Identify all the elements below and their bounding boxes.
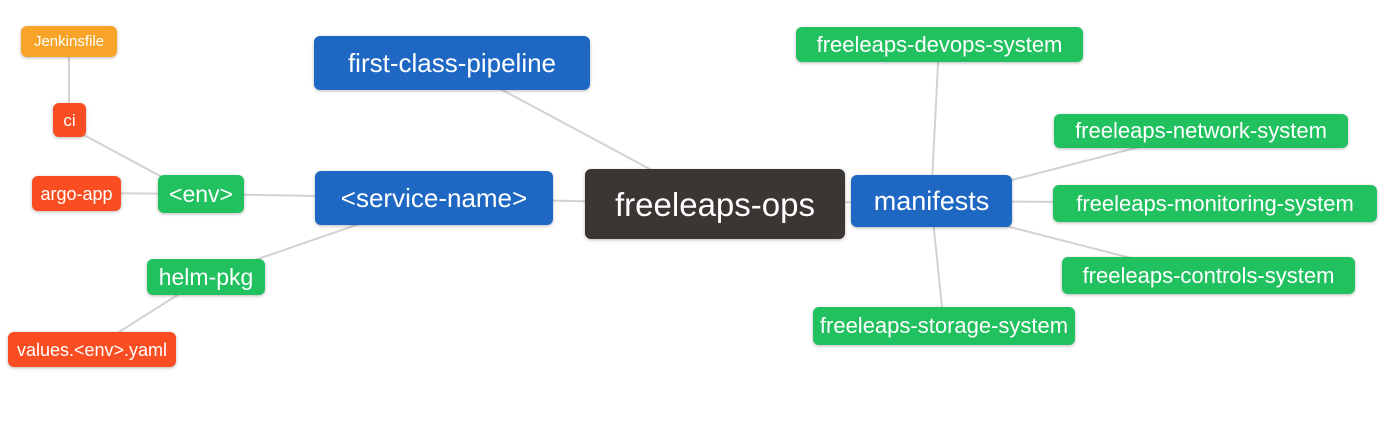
node-devops-system[interactable]: freeleaps-devops-system xyxy=(796,27,1083,62)
node-service-name[interactable]: <service-name> xyxy=(315,171,553,225)
node-controls-system[interactable]: freeleaps-controls-system xyxy=(1062,257,1355,294)
node-ci[interactable]: ci xyxy=(53,103,86,137)
node-helm-pkg[interactable]: helm-pkg xyxy=(147,259,265,295)
node-freeleaps-ops[interactable]: freeleaps-ops xyxy=(585,169,845,239)
edge-ci-env xyxy=(70,127,174,184)
node-network-system[interactable]: freeleaps-network-system xyxy=(1054,114,1348,148)
node-env[interactable]: <env> xyxy=(158,175,244,213)
node-values-env-yaml[interactable]: values.<env>.yaml xyxy=(8,332,176,367)
node-first-class-pipeline[interactable]: first-class-pipeline xyxy=(314,36,590,90)
node-monitoring-system[interactable]: freeleaps-monitoring-system xyxy=(1053,185,1377,222)
node-argo-app[interactable]: argo-app xyxy=(32,176,121,211)
node-manifests[interactable]: manifests xyxy=(851,175,1012,227)
node-storage-system[interactable]: freeleaps-storage-system xyxy=(813,307,1075,345)
node-jenkinsfile[interactable]: Jenkinsfile xyxy=(21,26,117,57)
edge-manifests-devops-system xyxy=(930,43,940,202)
